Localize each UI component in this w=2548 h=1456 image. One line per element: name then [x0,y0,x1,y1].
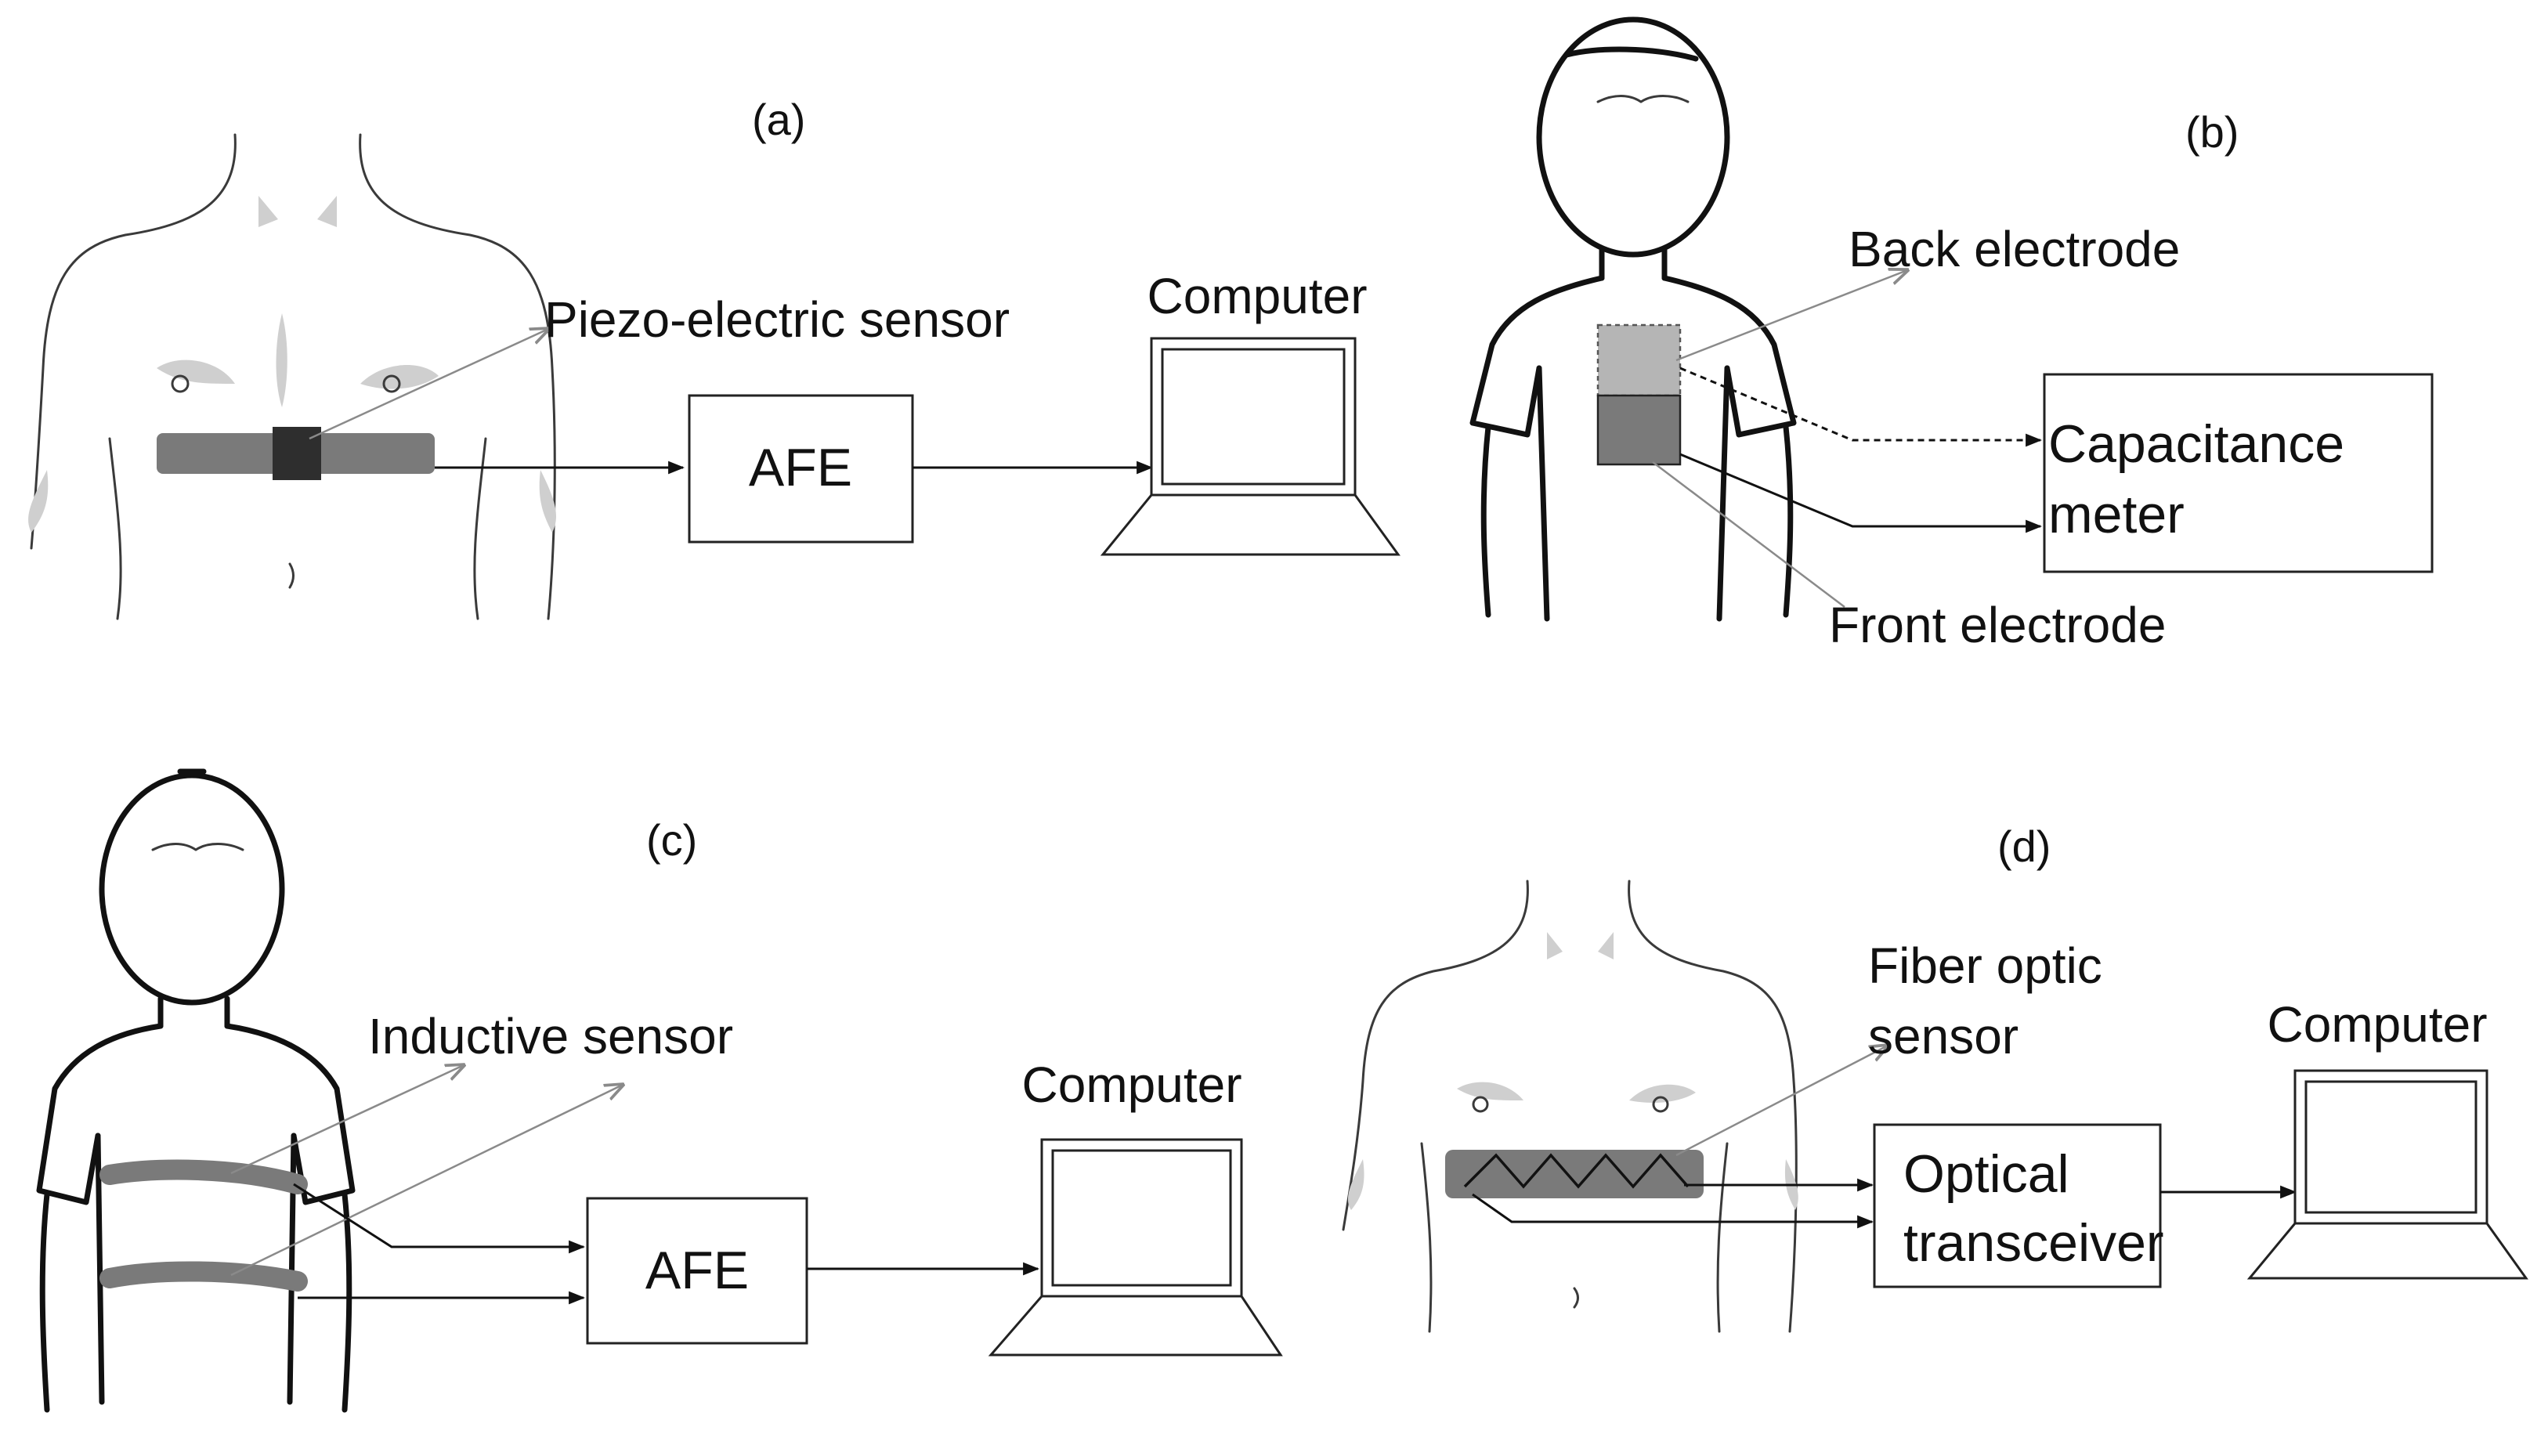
afe-box-c [586,1197,808,1345]
panel-b-label: (b) [2185,107,2239,157]
torso-d-figure [1342,880,1798,1333]
afe-box-a [688,394,914,544]
fiber-optic-zigzag [1463,1153,1690,1189]
inductive-sensor-label: Inductive sensor [368,1008,733,1064]
capacitance-meter-box [2043,373,2434,573]
panel-a: (a) Piezo-electric sensor AFE [28,95,1400,620]
wire-upper-belt-to-afe [293,1183,586,1254]
back-electrode-leader [1675,270,1907,362]
wire-back-electrode-to-meter [1679,367,2043,447]
front-electrode [1596,394,1682,466]
person-c-figure [36,768,356,1413]
back-electrode-label: Back electrode [1849,221,2180,277]
fiber-optic-sensor-label-line1: Fiber optic [1868,938,2102,994]
computer-label-a: Computer [1148,268,1368,324]
inductive-belt-upper [99,1159,308,1194]
inductive-belt-lower [99,1261,308,1292]
panel-b: (b) Back electrode Front electrode Capac… [1469,16,2434,653]
inductive-sensor-leader-upper [230,1065,464,1175]
afe-label-c: AFE [645,1241,749,1300]
optical-transceiver-box [1873,1123,2162,1288]
optical-transceiver-label-line2: transceiver [1903,1213,2164,1273]
torso-a-figure [28,133,556,620]
piezo-sensor-label: Piezo-electric sensor [544,291,1010,348]
computer-label-d: Computer [2268,996,2488,1053]
panel-d-label: (d) [1997,822,2051,871]
person-b-figure [1469,16,1797,622]
back-electrode [1596,323,1682,397]
wire-fiber-to-transceiver-lower [1472,1193,1874,1229]
fiber-optic-belt [1445,1150,1704,1198]
panel-c: (c) Inductive sensor AFE [36,768,1283,1413]
front-electrode-label: Front electrode [1829,597,2166,653]
wire-front-electrode-to-meter [1679,453,2043,533]
inductive-sensor-leader-lower [230,1085,623,1277]
panel-a-label: (a) [752,95,805,144]
capacitance-meter-label-line1: Capacitance [2048,414,2344,474]
piezo-sensor-leader [309,329,548,440]
afe-label-a: AFE [749,438,852,497]
panel-c-label: (c) [646,815,697,865]
computer-icon-a [1100,337,1400,556]
computer-icon-d [2246,1069,2528,1280]
piezo-sensor-block [273,427,321,480]
fiber-optic-sensor-leader [1675,1046,1888,1157]
optical-transceiver-label-line1: Optical [1903,1144,2069,1204]
capacitance-meter-label-line2: meter [2048,485,2185,544]
front-electrode-leader [1652,461,1845,608]
computer-label-c: Computer [1022,1057,1242,1113]
fiber-optic-sensor-label-line2: sensor [1868,1008,2019,1064]
panel-d: (d) Fiber optic sensor Optical transceiv… [1342,822,2528,1333]
computer-icon-c [988,1138,1283,1357]
